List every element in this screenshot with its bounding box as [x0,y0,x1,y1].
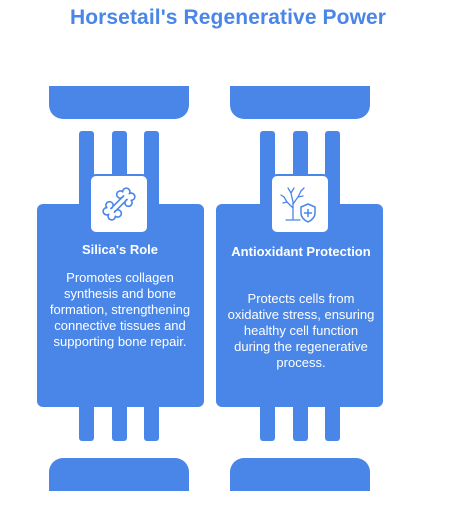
pillar-rod [260,401,275,441]
pillar-rod [112,401,127,441]
pillar-antioxidant: Antioxidant Protection Protects cells fr… [216,0,383,505]
page-title: Horsetail's Regenerative Power [69,6,387,29]
card-title-silica: Silica's Role [81,242,159,257]
pillar-rod [79,401,94,441]
pillar-top-cap [49,86,189,119]
card-panel [37,204,204,407]
pillar-rod [144,401,159,441]
pillar-rod [325,401,340,441]
tree-shield-icon [270,174,330,234]
card-title-antioxidant: Antioxidant Protection [231,244,371,259]
card-body-antioxidant: Protects cells from oxidative stress, en… [227,291,375,370]
pillar-rod [293,401,308,441]
card-panel [216,204,383,407]
pillar-bottom-cap [230,458,370,491]
bone-icon [89,174,149,234]
card-body-silica: Promotes collagen synthesis and bone for… [49,270,191,349]
pillar-top-cap [230,86,370,119]
pillar-silica: Silica's Role Promotes collagen synthesi… [37,0,204,505]
pillar-bottom-cap [49,458,189,491]
